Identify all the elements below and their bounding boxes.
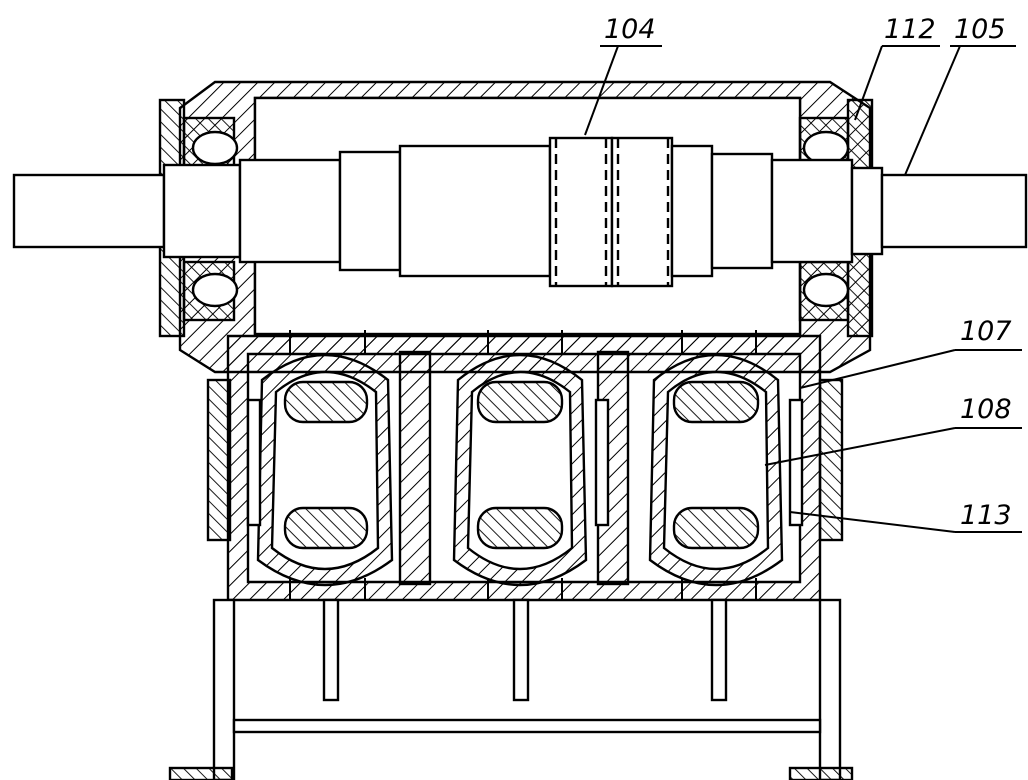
shaft (12, 136, 1028, 288)
bearing-bottom-left (191, 272, 239, 308)
bearing-top-left (191, 130, 239, 166)
ref-108-label: 108 (960, 394, 1012, 425)
bearing-bottom-right (802, 272, 850, 308)
bolts (289, 330, 757, 600)
ref-112-label: 112 (884, 14, 936, 45)
coil-module-3 (648, 353, 804, 587)
coil-module-1 (246, 353, 394, 587)
ref-104-label: 104 (604, 14, 656, 45)
ref-105-label: 105 (954, 14, 1006, 45)
ref-113-label: 113 (960, 500, 1012, 531)
leaders (584, 45, 1022, 533)
coil-module-2 (452, 353, 610, 587)
ref-107-label: 107 (960, 316, 1012, 347)
base-frame (168, 598, 854, 780)
